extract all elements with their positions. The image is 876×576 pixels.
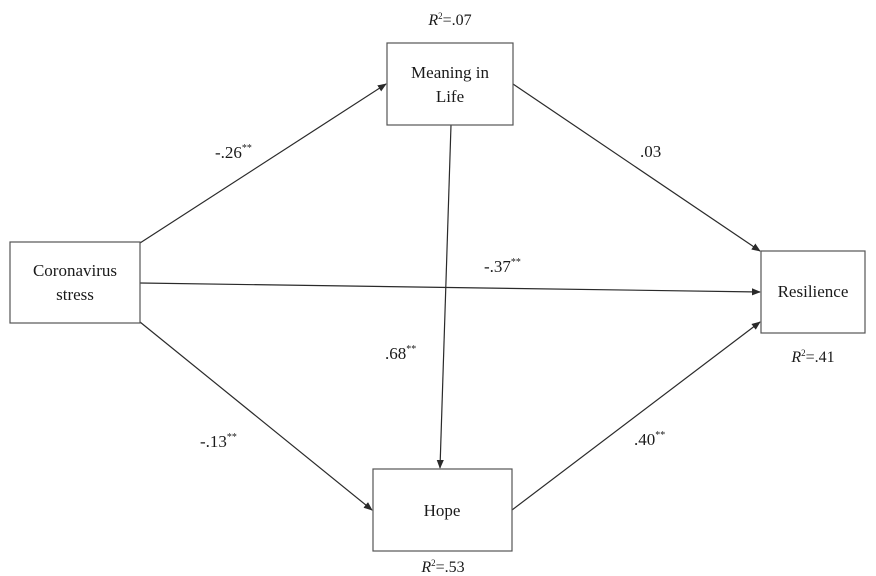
path-arrow-meaning-resilience [512, 83, 761, 252]
coef-stress-hope-sig: ** [227, 432, 237, 443]
path-arrow-stress-hope [139, 321, 373, 511]
coef-meaning-resilience: .03 [640, 142, 661, 161]
r2-hope: R2=.53 [420, 558, 464, 576]
node-meaning-label-line1: Meaning in [411, 63, 489, 82]
r2-resilience-sup: 2 [801, 348, 806, 358]
node-meaning-box [386, 42, 514, 126]
r2-hope-symbol: R [420, 559, 431, 576]
node-meaning-label-line2: Life [436, 87, 464, 106]
coef-hope-resilience-value: .40 [634, 430, 655, 449]
node-resilience-label: Resilience [778, 282, 849, 301]
r2-resilience: R2=.41 [790, 348, 834, 366]
coef-meaning-hope-value: .68 [385, 344, 406, 363]
path-arrow-hope-resilience [511, 321, 761, 511]
coef-stress-resilience-value: -.37 [484, 257, 511, 276]
node-hope-label: Hope [424, 501, 461, 520]
node-stress-box [9, 241, 141, 324]
node-resilience-box [760, 250, 866, 334]
r2-meaning-value: =.07 [443, 12, 472, 29]
coef-meaning-resilience-value: .03 [640, 142, 661, 161]
coef-hope-resilience-sig: ** [655, 430, 665, 441]
node-stress-label-line1: Coronavirus [33, 261, 117, 280]
path-arrow-stress-meaning [139, 83, 387, 244]
coef-stress-meaning-value: -.26 [215, 143, 242, 162]
r2-resilience-symbol: R [790, 349, 801, 366]
node-meaning-in-life: Meaning in Life [386, 42, 514, 126]
coef-stress-resilience: -.37** [484, 257, 521, 276]
r2-meaning-symbol: R [427, 12, 438, 29]
coef-stress-hope: -.13** [200, 432, 237, 451]
node-hope-box [372, 468, 513, 552]
path-arrow-stress-resilience [139, 282, 761, 296]
node-stress-label-line2: stress [56, 285, 94, 304]
coef-stress-meaning: -.26** [215, 143, 252, 162]
coef-meaning-hope: .68** [385, 344, 416, 363]
coef-hope-resilience: .40** [634, 430, 665, 449]
coef-stress-resilience-sig: ** [511, 257, 521, 268]
node-coronavirus-stress: Coronavirus stress [9, 241, 141, 324]
r2-meaning: R2=.07 [427, 11, 471, 29]
node-resilience: Resilience [760, 250, 866, 334]
r2-resilience-value: =.41 [806, 349, 835, 366]
node-hope: Hope [372, 468, 513, 552]
coef-stress-hope-value: -.13 [200, 432, 227, 451]
r2-hope-value: =.53 [436, 559, 465, 576]
coef-meaning-hope-sig: ** [406, 344, 416, 355]
path-arrow-meaning-hope [436, 124, 452, 469]
coef-stress-meaning-sig: ** [242, 143, 252, 154]
r2-hope-sup: 2 [431, 558, 436, 568]
r2-meaning-sup: 2 [438, 11, 443, 21]
